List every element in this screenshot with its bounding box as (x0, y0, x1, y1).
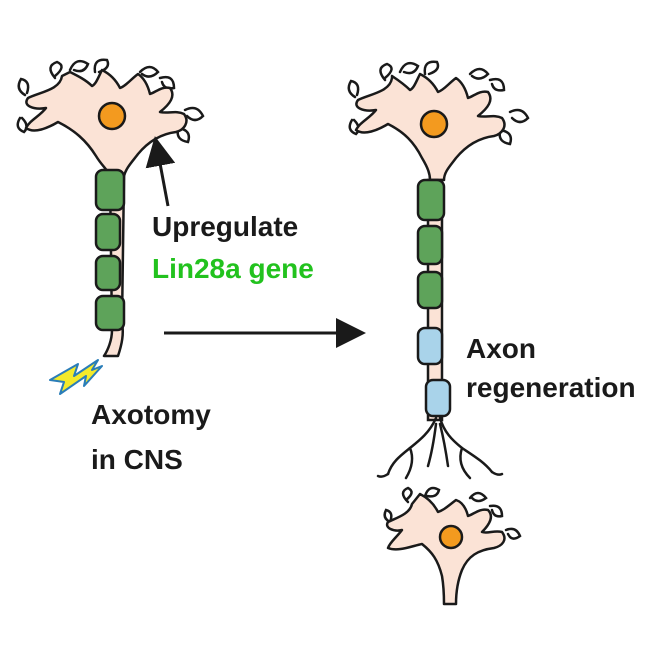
lightning-bolt-icon (49, 359, 103, 395)
dendrites-left (16, 58, 205, 144)
myelin-segment (94, 254, 122, 292)
soma-target (385, 492, 506, 606)
myelin-segment (94, 212, 122, 252)
label-gene: Lin28a gene (152, 253, 314, 284)
nucleus-right (419, 109, 449, 139)
myelin-segment (94, 168, 126, 212)
myelin-segment (416, 270, 444, 310)
neuron-injured (16, 58, 205, 395)
dendrites-right (347, 60, 530, 146)
dendrites-target (383, 486, 522, 540)
axon-terminal-branches (376, 416, 504, 480)
nucleus-target (438, 524, 464, 550)
arrow-icon (145, 136, 176, 207)
neuron-regenerating (347, 60, 530, 480)
label-upregulate: Upregulate (152, 211, 299, 242)
label-axotomy: Axotomy (91, 399, 211, 430)
label-axotomy-location: in CNS (91, 444, 183, 475)
neuron-target (383, 486, 522, 606)
regen-segment (424, 378, 452, 418)
myelin-segment (416, 178, 446, 222)
myelin-segment (416, 224, 444, 266)
label-regeneration: regeneration (466, 372, 636, 403)
myelin-segment (94, 294, 126, 332)
regen-segment (416, 326, 444, 366)
nucleus-left (97, 101, 127, 131)
label-axon: Axon (466, 333, 536, 364)
